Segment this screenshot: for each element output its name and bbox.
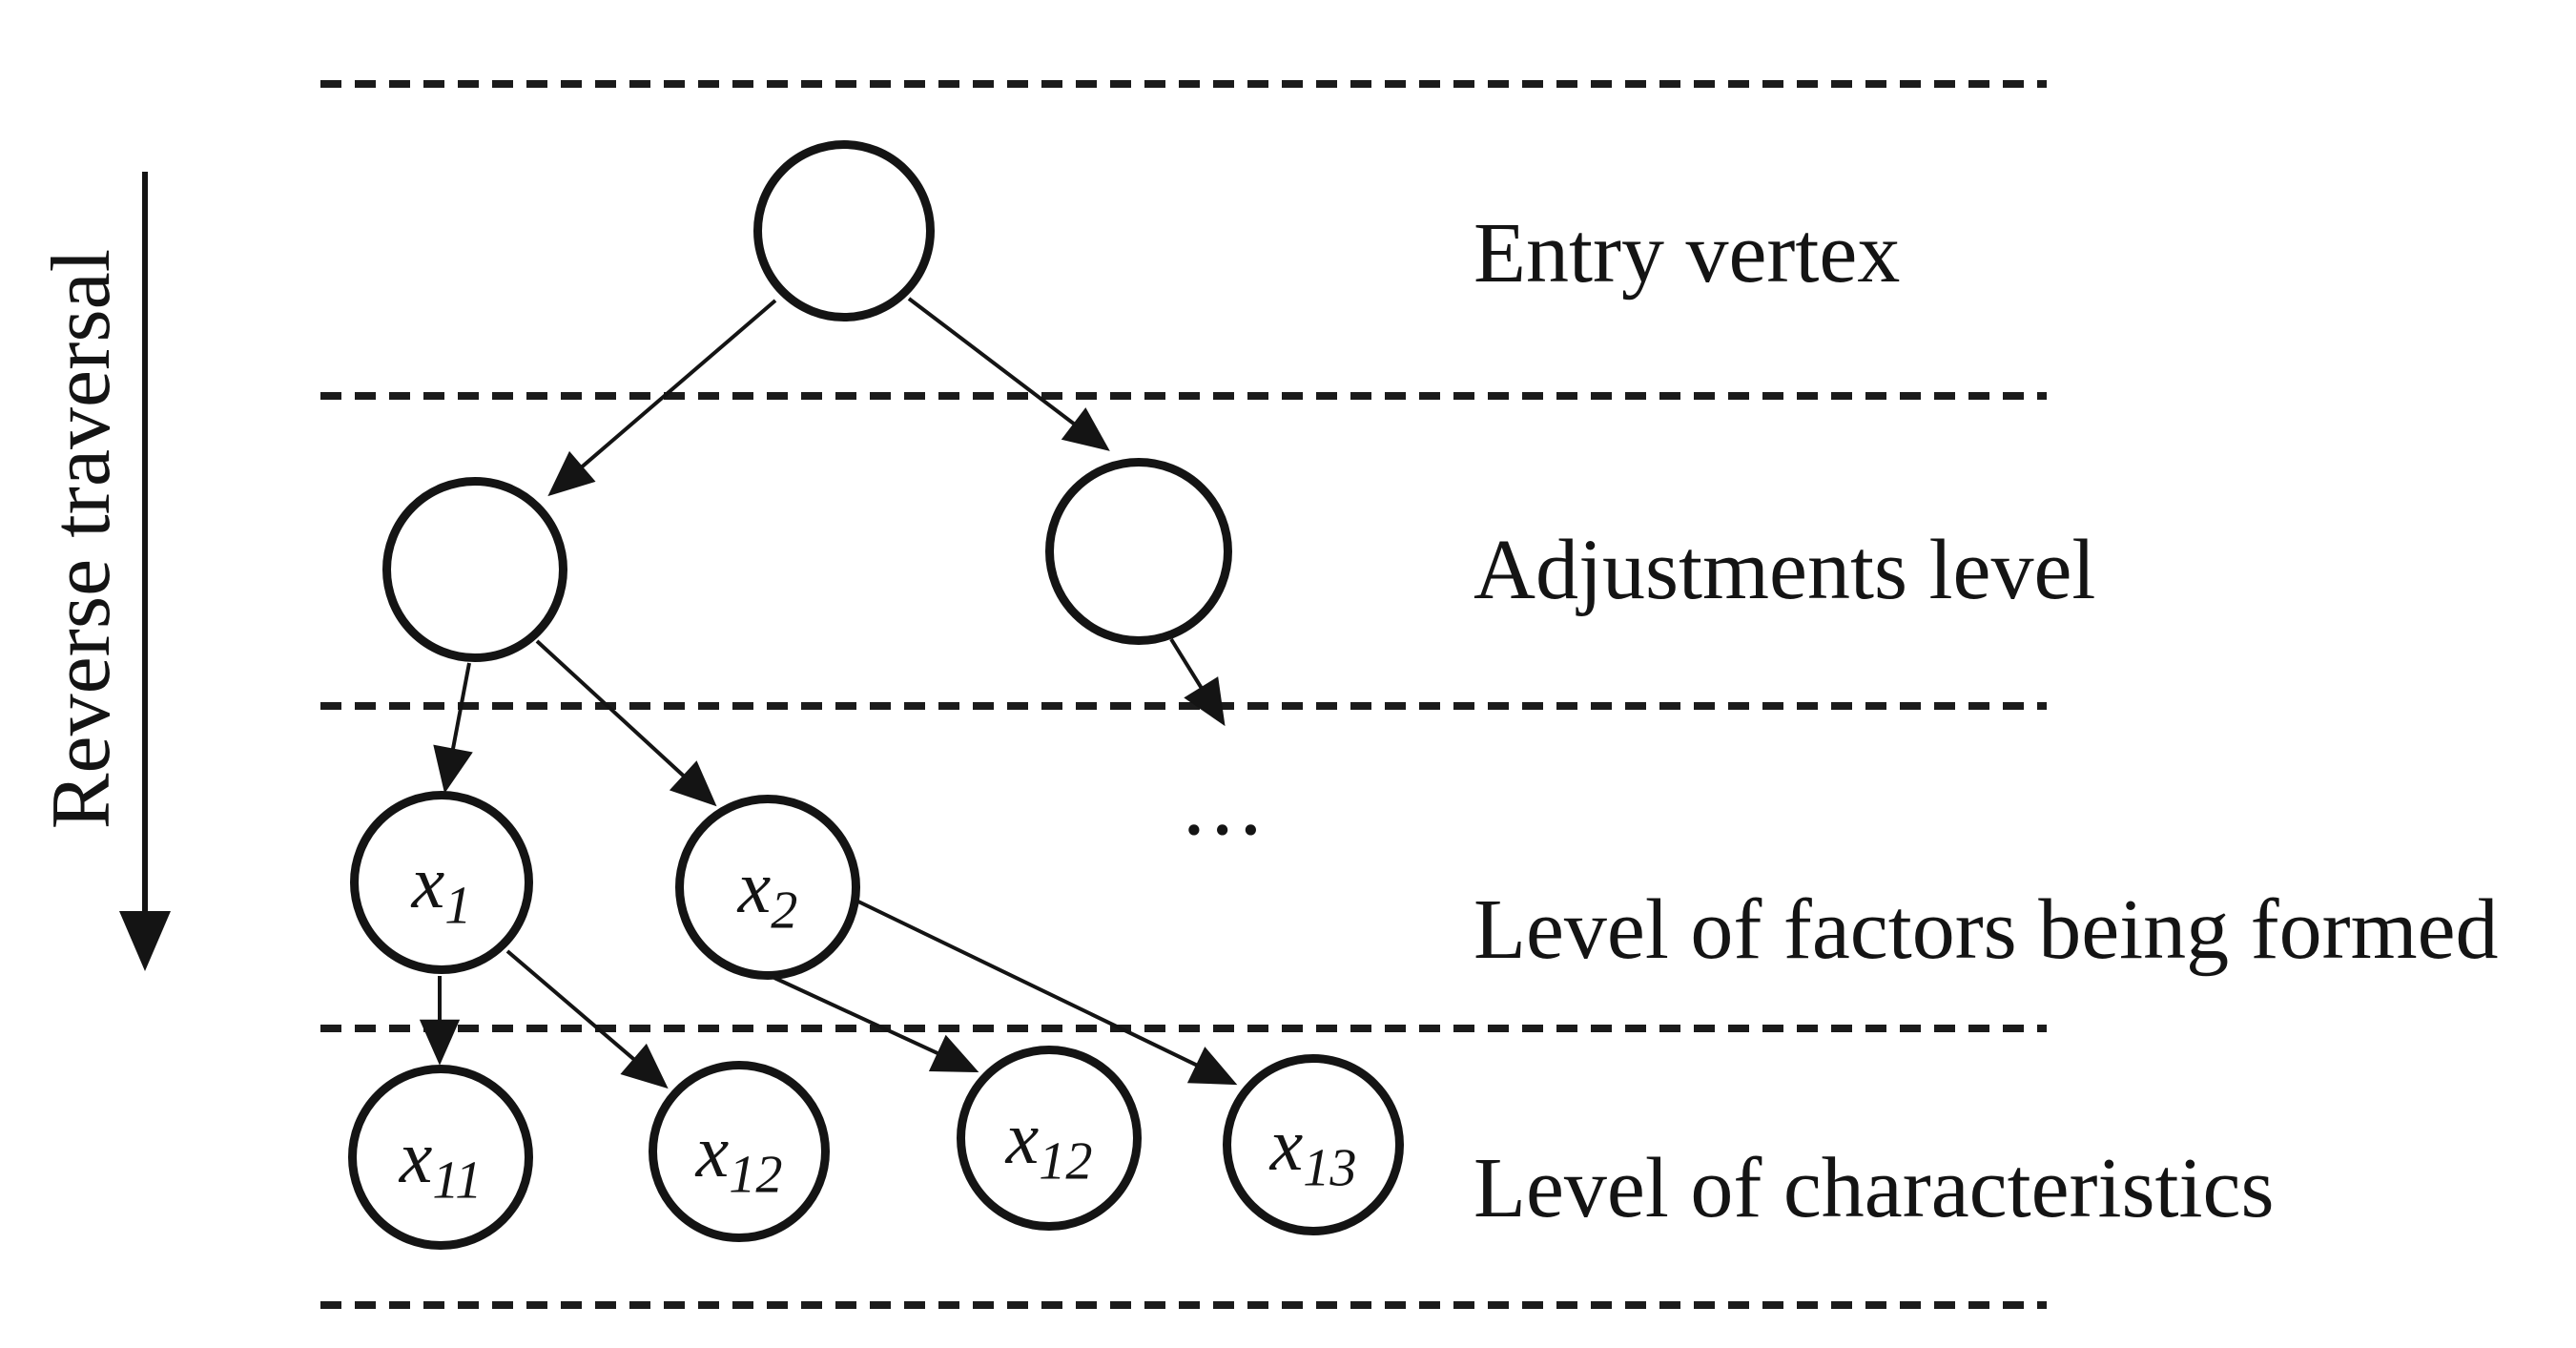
edge-entry-to-adjustment-right [907,297,1110,451]
edge-entry-to-adjustment-left [547,299,777,497]
characteristics-level-label: Level of characteristics [1473,1141,2275,1235]
entry-vertex-label: Entry vertex [1473,206,1901,301]
node-x1-label: x1 [411,840,472,936]
node-x13: x13 [1223,1054,1404,1235]
node-x1: x1 [350,791,533,974]
node-x12-left: x12 [649,1061,830,1242]
edge-x2-to-x12 [773,976,979,1073]
node-adjustment-right [1045,458,1232,645]
node-x12-left-label: x12 [695,1110,783,1205]
reverse-traversal-arrow [119,172,171,971]
node-x12-right-label: x12 [1005,1096,1093,1192]
node-entry-vertex [753,140,935,321]
edge-adjustment-left-to-x1 [433,662,473,794]
edge-adjustment-right-continuation [1169,637,1226,727]
adjustments-level-label: Adjustments level [1473,523,2096,617]
edge-adjustment-left-to-x2 [535,639,717,807]
continuation-ellipsis: ... [1183,753,1268,854]
node-adjustment-left [382,477,567,662]
node-x13-label: x13 [1269,1103,1357,1198]
edge-x1-to-x12 [505,949,669,1089]
factors-level-label: Level of factors being formed [1473,882,2499,977]
edge-x2-to-x13 [857,900,1238,1086]
node-x11: x11 [348,1065,533,1250]
node-x2: x2 [675,795,860,980]
reverse-traversal-label: Reverse traversal [35,248,128,830]
node-x12-right: x12 [957,1046,1142,1231]
node-x2-label: x2 [737,845,798,941]
node-x11-label: x11 [399,1115,483,1211]
